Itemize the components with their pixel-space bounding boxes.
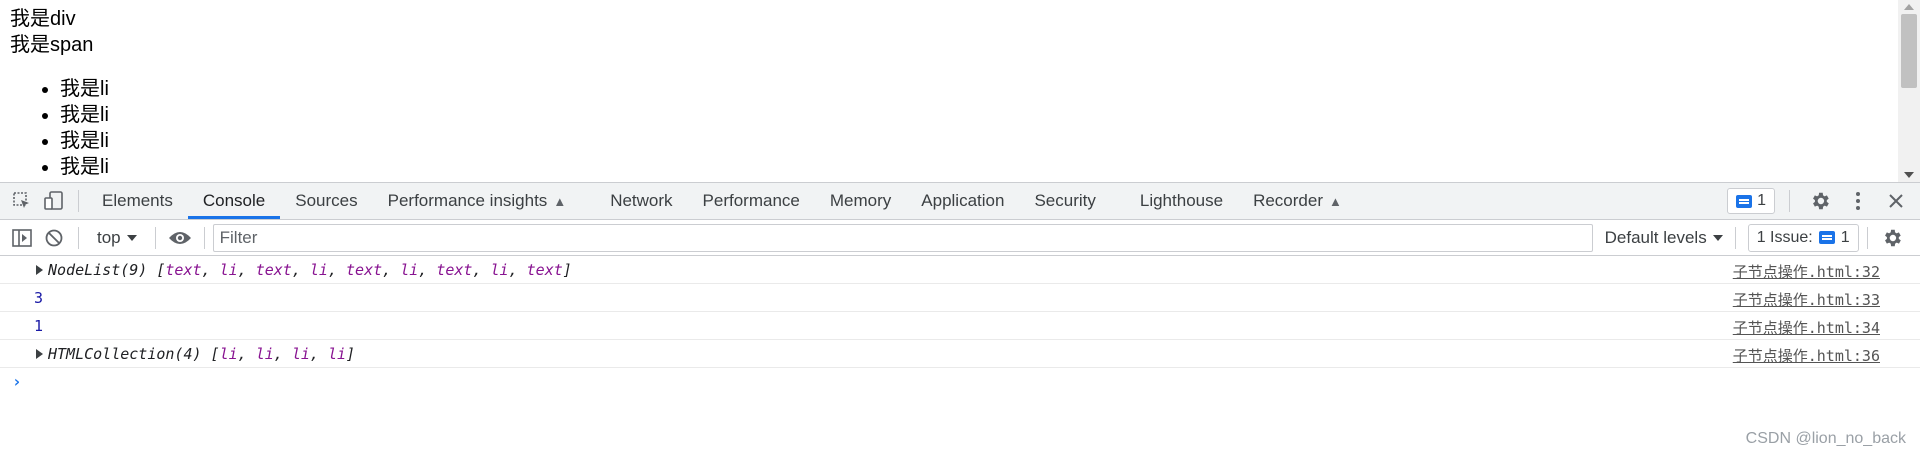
number-output: 3: [34, 289, 44, 307]
console-toolbar: top Default levels 1 Issue: 1: [0, 220, 1920, 256]
clear-console-icon[interactable]: [38, 222, 70, 254]
source-link[interactable]: 子节点操作.html:34: [1732, 319, 1880, 337]
watermark: CSDN @lion_no_back: [1745, 430, 1906, 447]
expand-triangle-icon[interactable]: [36, 265, 43, 275]
tab-application[interactable]: Application: [921, 191, 1005, 210]
context-selector[interactable]: top: [87, 228, 147, 248]
chevron-down-icon: [126, 234, 137, 241]
tab-sources[interactable]: Sources: [295, 191, 358, 210]
number-output: 1: [34, 317, 44, 335]
list-item: 我是li: [60, 128, 109, 154]
tabs-list: Elements Console Sources Performance ins…: [87, 183, 1357, 219]
page-list: 我是li 我是li 我是li 我是li: [10, 76, 109, 180]
source-link[interactable]: 子节点操作.html:36: [1732, 347, 1880, 365]
message-icon: [1736, 194, 1753, 208]
toolbar-divider: [1734, 226, 1736, 249]
scroll-thumb[interactable]: [1901, 14, 1917, 88]
eye-icon[interactable]: [164, 222, 196, 254]
device-toolbar-icon[interactable]: [38, 185, 70, 217]
tab-recorder[interactable]: Recorder▲: [1253, 191, 1342, 210]
tab-memory[interactable]: Memory: [829, 191, 892, 210]
log-levels-dropdown[interactable]: Default levels: [1605, 228, 1723, 248]
issues-badge-button[interactable]: 1: [1727, 188, 1775, 214]
page-span: 我是span: [10, 34, 94, 56]
toolbar-divider: [203, 226, 205, 249]
more-options-icon[interactable]: [1842, 185, 1874, 217]
toolbar-divider: [78, 226, 79, 249]
list-item: 我是li: [60, 76, 109, 102]
tab-console[interactable]: Console: [187, 183, 281, 219]
message-icon: [1818, 231, 1835, 244]
issues-count-button[interactable]: 1 Issue: 1: [1747, 223, 1859, 252]
sidebar-toggle-icon[interactable]: [6, 222, 38, 254]
page-div: 我是div: [10, 8, 76, 30]
scroll-down-arrow-icon[interactable]: [1904, 172, 1914, 178]
list-item: 我是li: [60, 154, 109, 180]
console-message: 1 子节点操作.html:34: [0, 312, 1920, 340]
source-link[interactable]: 子节点操作.html:33: [1732, 291, 1880, 309]
page-scrollbar[interactable]: [1898, 0, 1920, 182]
tab-lighthouse[interactable]: Lighthouse: [1139, 191, 1224, 210]
console-message: 3 子节点操作.html:33: [0, 284, 1920, 312]
source-link[interactable]: 子节点操作.html:32: [1732, 263, 1880, 281]
page-content: 我是div 我是span 我是li 我是li 我是li 我是li: [10, 6, 109, 180]
settings-gear-icon[interactable]: [1804, 185, 1836, 217]
console-message[interactable]: HTMLCollection(4) [li, li, li, li] 子节点操作…: [0, 340, 1920, 368]
tab-performance[interactable]: Performance: [702, 191, 800, 210]
tab-elements[interactable]: Elements: [102, 191, 173, 210]
tab-performance-insights[interactable]: Performance insights▲: [387, 191, 567, 210]
console-messages: NodeList(9) [text, li, text, li, text, l…: [0, 256, 1920, 368]
console-settings-gear-icon[interactable]: [1876, 222, 1908, 254]
nodelist-output[interactable]: NodeList(9) [text, li, text, li, text, l…: [48, 261, 572, 279]
flask-icon: ▲: [553, 193, 567, 209]
toolbar-divider: [154, 226, 156, 249]
toolbar-divider: [1789, 190, 1790, 212]
htmlcollection-output[interactable]: HTMLCollection(4) [li, li, li, li]: [48, 345, 356, 363]
inspect-element-icon[interactable]: [6, 185, 38, 217]
devtools-tab-bar: Elements Console Sources Performance ins…: [0, 182, 1920, 220]
toolbar-divider: [78, 190, 79, 212]
console-message[interactable]: NodeList(9) [text, li, text, li, text, l…: [0, 256, 1920, 284]
toolbar-divider: [1866, 226, 1868, 249]
scroll-up-arrow-icon[interactable]: [1904, 4, 1914, 10]
tab-network[interactable]: Network: [610, 191, 673, 210]
tab-security[interactable]: Security: [1034, 191, 1096, 210]
filter-input[interactable]: [212, 223, 1593, 252]
devtools-right-controls: 1: [1727, 185, 1920, 217]
flask-icon: ▲: [1328, 193, 1342, 209]
list-item: 我是li: [60, 102, 109, 128]
close-icon[interactable]: [1880, 185, 1912, 217]
console-prompt-icon[interactable]: ›: [12, 372, 22, 391]
page-viewport: 我是div 我是span 我是li 我是li 我是li 我是li: [0, 0, 1920, 182]
chevron-down-icon: [1712, 234, 1723, 241]
expand-triangle-icon[interactable]: [36, 349, 43, 359]
